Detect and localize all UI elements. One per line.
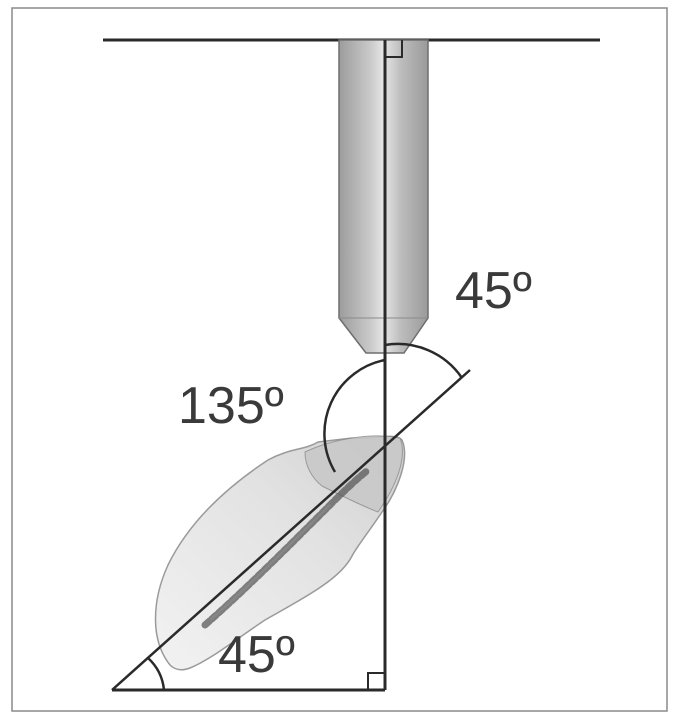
right-angle-marker-bottom [367, 672, 385, 690]
figure-frame [11, 7, 668, 712]
angle-arc-45-bottom [147, 657, 166, 691]
angle-arc-45-top [384, 342, 464, 379]
angle-label-middle: 135º [178, 377, 284, 435]
right-angle-marker-top [385, 40, 403, 58]
angle-arc-135 [323, 358, 386, 473]
root-canal-inner [209, 504, 331, 621]
angle-label-top-right: 45º [455, 262, 532, 320]
angle-label-bottom: 45º [218, 626, 295, 684]
tooth-long-axis [111, 369, 471, 691]
